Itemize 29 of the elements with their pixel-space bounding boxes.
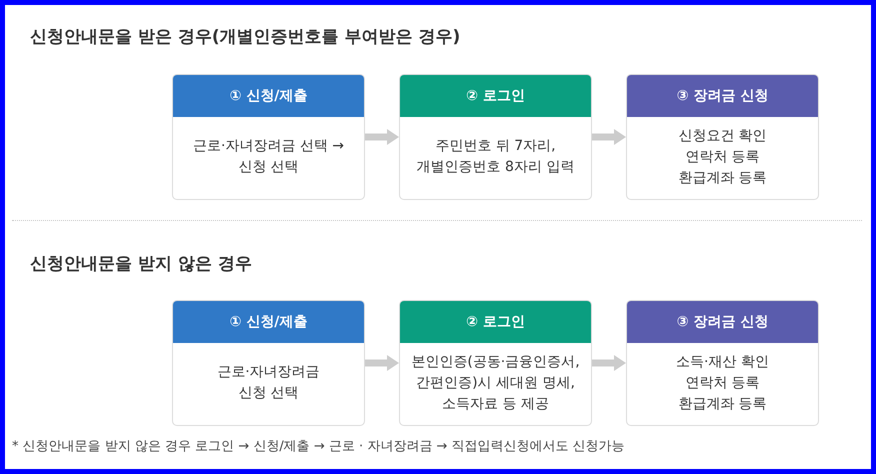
step-card: [172, 74, 365, 200]
step-description: 근로·자녀장려금 신청 선택: [216, 363, 321, 403]
step-card: [626, 74, 819, 200]
arrow: [365, 355, 399, 371]
section-heading: 신청안내문을 받지 않은 경우: [30, 253, 252, 275]
step-item: 연락처 등록: [685, 148, 760, 166]
step-header: ③ 장려금 신청: [627, 75, 818, 117]
step-item: 소득·재산 확인: [676, 352, 769, 372]
step-item: 환급계좌 등록: [678, 168, 767, 188]
step-card: [399, 300, 592, 426]
step-header: ② 로그인: [400, 75, 591, 117]
footnote-text: * 신청안내문을 받지 않은 경우 로그인 → 신청/제출 → 근로 · 자녀장려금 → 직접입력신청에서도 신청가능: [12, 438, 625, 455]
step-item: 환급계좌 등록: [678, 394, 767, 414]
step-item: 연락처 등록: [685, 374, 760, 392]
section-heading: 신청안내문을 받은 경우(개별인증번호를 부여받은 경우): [30, 26, 460, 48]
step-item: 신청요건 확인: [678, 126, 767, 146]
arrow: [592, 355, 626, 371]
step-card: [399, 74, 592, 200]
step-header: ③ 장려금 신청: [627, 301, 818, 343]
step-card: [626, 300, 819, 426]
step-card: [172, 300, 365, 426]
arrow: [592, 129, 626, 145]
step-header: ① 신청/제출: [173, 301, 364, 343]
step-header: ① 신청/제출: [173, 75, 364, 117]
step-description: 근로·자녀장려금 선택 → 신청 선택: [192, 137, 346, 177]
arrow: [365, 129, 399, 145]
step-description: 본인인증(공동·금융인증서, 간편인증)시 세대원 명세, 소득자료 등 제공: [410, 352, 581, 414]
step-header: ② 로그인: [400, 301, 591, 343]
step-description: 주민번호 뒤 7자리, 개별인증번호 8자리 입력: [416, 137, 576, 177]
